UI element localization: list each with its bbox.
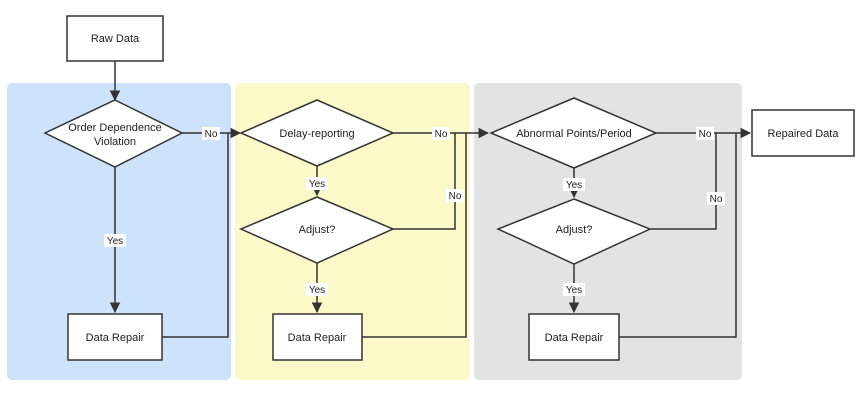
adjust-label-2: Adjust? bbox=[556, 224, 593, 236]
adjust-decision-1 bbox=[239, 196, 395, 264]
stage-panel-1 bbox=[7, 83, 231, 380]
edge-label-delay-yes: Yes bbox=[309, 179, 325, 190]
raw-data-box bbox=[66, 15, 164, 62]
order-dependence-label-line1: Order Dependence bbox=[68, 122, 162, 134]
delay-reporting-label: Delay-reporting bbox=[279, 128, 354, 140]
abnormal-points-label: Abnormal Points/Period bbox=[516, 128, 632, 140]
edge-label-delay-no: No bbox=[435, 129, 448, 140]
data-repair-label-3: Data Repair bbox=[545, 332, 604, 344]
order-dependence-decision bbox=[43, 99, 184, 168]
data-repair-box-3 bbox=[528, 313, 620, 361]
edge-repair2-merge bbox=[362, 133, 467, 338]
edge-label-adjust2-no: No bbox=[710, 194, 723, 205]
adjust-decision-2 bbox=[496, 198, 652, 265]
edge-label-adjust1-no: No bbox=[449, 191, 462, 202]
edge-repair3-merge bbox=[619, 133, 737, 338]
edge-label-adjust1-yes: Yes bbox=[309, 285, 325, 296]
abnormal-points-decision bbox=[489, 97, 658, 169]
raw-data-label: Raw Data bbox=[91, 33, 140, 45]
edge-label-order-yes: Yes bbox=[107, 236, 123, 247]
edge-label-abnormal-no: No bbox=[699, 129, 712, 140]
edge-repair1-merge bbox=[162, 133, 229, 338]
repaired-data-label: Repaired Data bbox=[768, 128, 840, 140]
adjust-label-1: Adjust? bbox=[299, 224, 336, 236]
order-dependence-label-line2: Violation bbox=[94, 136, 136, 148]
edge-label-order-no: No bbox=[205, 129, 218, 140]
delay-reporting-decision bbox=[239, 99, 395, 167]
data-repair-box-2 bbox=[272, 313, 363, 361]
repaired-data-box bbox=[751, 109, 855, 157]
edge-adjust1-no bbox=[393, 133, 456, 230]
data-repair-label-2: Data Repair bbox=[288, 332, 347, 344]
data-repair-label-1: Data Repair bbox=[86, 332, 145, 344]
data-repair-box-1 bbox=[67, 313, 163, 361]
edge-label-abnormal-yes: Yes bbox=[566, 180, 582, 191]
edge-adjust2-no bbox=[650, 133, 717, 230]
edge-label-adjust2-yes: Yes bbox=[566, 285, 582, 296]
